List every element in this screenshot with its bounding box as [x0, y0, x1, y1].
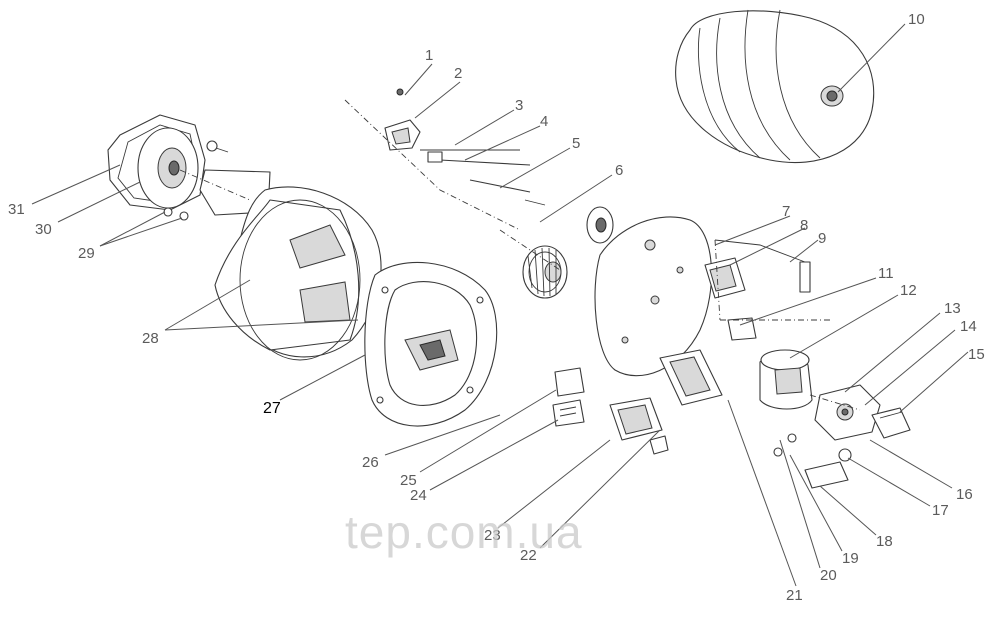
callout-31: 31	[8, 201, 25, 218]
callout-15: 15	[968, 346, 985, 363]
callout-25: 25	[400, 472, 417, 489]
callout-3: 3	[515, 97, 523, 114]
callout-4: 4	[540, 113, 548, 130]
callout-24: 24	[410, 487, 427, 504]
callout-21: 21	[786, 587, 803, 604]
callout-7: 7	[782, 203, 790, 220]
leader-lines	[31, 23, 969, 587]
mounting-plate	[594, 216, 713, 377]
callout-29: 29	[78, 245, 95, 262]
part-6-fan-wheel	[522, 245, 568, 299]
callout-14: 14	[960, 318, 977, 335]
callout-27: 27	[263, 400, 281, 417]
callout-9: 9	[818, 230, 826, 247]
part-11-connector	[727, 317, 757, 341]
callout-1: 1	[425, 47, 433, 64]
callout-26: 26	[362, 454, 379, 471]
part-30-flange-disc	[137, 127, 199, 209]
part-3-4-electrodes	[420, 149, 531, 166]
callout-2: 2	[454, 65, 462, 82]
callout-13: 13	[944, 300, 961, 317]
callout-20: 20	[820, 567, 837, 584]
part-5-nozzle-line	[469, 179, 546, 206]
part-19-20-fittings	[773, 433, 797, 457]
part-21-capacitor	[659, 349, 723, 406]
part-28-burner-body	[199, 169, 382, 361]
part-24-25-plugs	[552, 367, 585, 427]
callout-6: 6	[615, 162, 623, 179]
watermark-text: tep.com.ua	[345, 506, 583, 558]
callout-28: 28	[142, 330, 159, 347]
part-10-housing	[675, 9, 875, 164]
callout-22: 22	[520, 547, 537, 564]
part-13-pump	[814, 384, 881, 441]
callout-12: 12	[900, 282, 917, 299]
callout-8: 8	[800, 217, 808, 234]
callout-23: 23	[484, 527, 501, 544]
part-7-transformer	[704, 257, 746, 299]
part-26-damper-ring	[364, 261, 498, 427]
part-15-coupling	[871, 407, 911, 439]
part-1-2-electrode-holder	[384, 88, 421, 151]
callout-18: 18	[876, 533, 893, 550]
callout-10: 10	[908, 11, 925, 28]
callout-19: 19	[842, 550, 859, 567]
part-18-bracket	[804, 461, 849, 489]
callout-17: 17	[932, 502, 949, 519]
part-22-control-box	[609, 397, 669, 455]
callout-5: 5	[572, 135, 580, 152]
callout-labels: 1 2 3 4 5 6 7 8 9 10 11 12 13 14 15 16 1…	[8, 11, 985, 604]
part-9-ignition-cable	[714, 239, 811, 293]
part-6-fan-disc	[586, 206, 614, 244]
callout-16: 16	[956, 486, 973, 503]
callout-11: 11	[878, 265, 894, 282]
callout-30: 30	[35, 221, 52, 238]
part-12-motor	[759, 349, 813, 410]
